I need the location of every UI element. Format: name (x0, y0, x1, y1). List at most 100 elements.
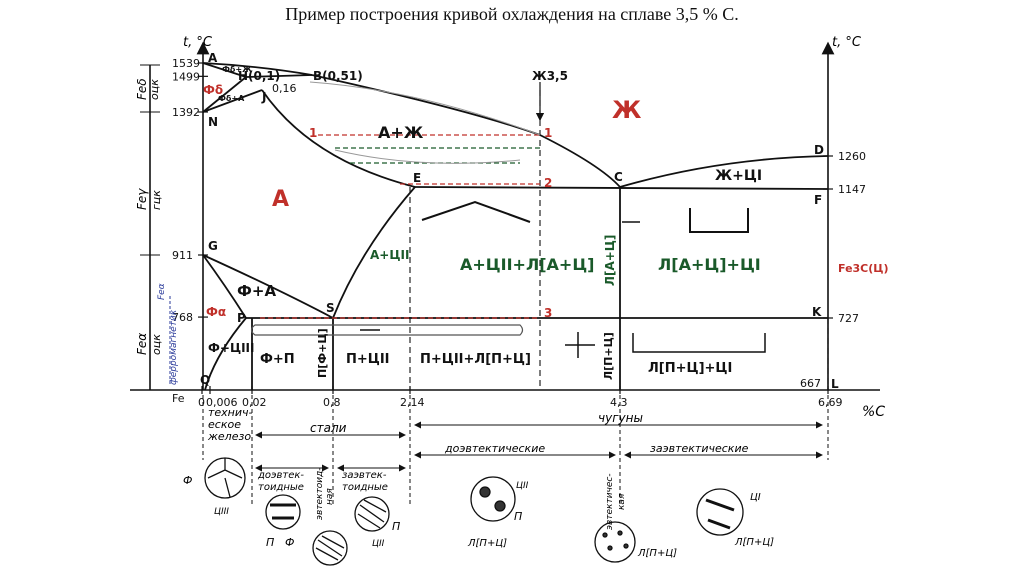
phase-ferrite-delta: Фδ (203, 83, 223, 97)
phase-liquid-c1: Ж+ЦI (715, 168, 762, 184)
micro-label-p: П (266, 536, 274, 549)
band-alpha-name: Feα (135, 333, 149, 355)
line-BC-liquidus (311, 74, 621, 188)
phase-p-plus-c2: П+ЦII (346, 352, 390, 367)
micro-label-f2: Ф (285, 536, 294, 549)
group-hypoeutectic: доэвтектические (444, 442, 545, 455)
carbon-tick-label: 0,006 (206, 396, 238, 409)
phase-pearlite: П[Ф+Ц] (316, 328, 329, 378)
point-J: J (261, 90, 266, 104)
carbon-tick-label: 2,14 (400, 396, 425, 409)
carbon-tick-label: 6,69 (818, 396, 843, 409)
right-tick-label: 1260 (838, 150, 866, 163)
group-hypereutectoid-2: тоидные (342, 482, 388, 493)
structure-sketches (360, 200, 766, 358)
left-tick-label: 1392 (172, 106, 200, 119)
ferromagnetic-phase: Feα (157, 283, 167, 300)
phase-liquid: Ж (612, 96, 642, 124)
micro-label-l-pc3: Л[П+Ц] (734, 537, 774, 548)
group-tech-iron-2: еское (208, 418, 241, 431)
line-AH (202, 62, 247, 78)
slide-title: Пример построения кривой охлаждения на с… (285, 4, 739, 24)
phase-ferrite-alpha: Фα (206, 305, 226, 319)
microstructures (204, 457, 744, 566)
line-PQ (204, 317, 247, 391)
line-JE-solidus (261, 89, 416, 188)
phase-f-c3: Ф+ЦIII (208, 341, 254, 355)
point-B: B(0,51) (313, 69, 363, 83)
phase-a-plus-c2: А+ЦII (370, 248, 409, 262)
point-D: D (814, 143, 824, 157)
micro-label-l-pc2: Л[П+Ц] (637, 548, 677, 559)
point-P: P (237, 311, 246, 325)
point-Q: Q (200, 373, 210, 387)
point-A: A (208, 51, 218, 65)
line-ES (332, 186, 416, 319)
alloy-point-3: 3 (544, 306, 552, 320)
cooling-curve-hint (309, 81, 541, 136)
band-delta-sub: оцк (148, 79, 161, 100)
left-tick-label: 911 (172, 249, 193, 262)
group-steels: стали (310, 421, 347, 435)
band-alpha-sub: оцк (150, 334, 163, 355)
band-delta-name: Feδ (135, 78, 149, 100)
micro-eutectic (594, 521, 636, 563)
phase-f-plus-p: Ф+П (260, 352, 295, 367)
phase-delta-plus-a: Фδ+А (218, 94, 245, 103)
x-axis-label: %C (862, 404, 885, 420)
right-axis-label: t, °C (832, 35, 862, 50)
alloy-point-1: 1 (544, 126, 552, 140)
point-C: C (614, 170, 623, 184)
left-tick-label: 1539 (172, 57, 200, 70)
line-HN (202, 76, 247, 113)
micro-label-l-pc: Л[П+Ц] (467, 538, 507, 549)
pearlite-band (250, 324, 524, 336)
group-tech-iron-1: технич- (208, 406, 253, 419)
left-tick-label: 768 (172, 311, 193, 324)
left-axis-label: t, °C (183, 35, 213, 50)
alloy-guide-lines (260, 134, 540, 319)
phase-austenite: А (272, 187, 289, 212)
micro-hypoeutectoid (265, 494, 301, 530)
line-HJB (245, 74, 313, 78)
temp-667: 667 (800, 377, 821, 390)
group-eutectic-2: кая (617, 493, 627, 510)
micro-label-c2b: ЦII (516, 481, 529, 491)
carbon-tick-label: 0 (198, 396, 205, 409)
micro-label-p3: П (514, 510, 522, 523)
point-L: L (831, 377, 839, 391)
alloy-point-1-left: 1 (309, 126, 317, 140)
line-JN (202, 89, 263, 113)
left-bands (140, 64, 160, 256)
point-J-value: 0,16 (272, 82, 297, 95)
band-gamma-sub: гцк (150, 190, 163, 210)
point-F: F (814, 193, 822, 207)
cooling-curve-hint-2 (334, 149, 521, 164)
micro-hypereutectoid (354, 496, 390, 532)
phase-a-c2-ledeburite: А+ЦII+Л[А+Ц] (460, 255, 595, 274)
phase-ledeburite-a-c: Л[А+Ц] (603, 235, 617, 286)
ferromagnetic-label: ферромагнетик (169, 309, 179, 385)
micro-label-p2: П (392, 520, 400, 533)
group-hypereutectic: заэвтектические (650, 442, 749, 455)
phase-ledeburite-p-c: Л[П+Ц] (602, 332, 615, 380)
point-E: E (413, 171, 421, 185)
phase-p-c2-ledeburite: П+ЦII+Л[П+Ц] (420, 352, 531, 367)
phase-a-plus-liquid: А+Ж (378, 123, 424, 142)
group-hypereutectoid-1: заэвтек- (342, 470, 387, 481)
point-S: S (326, 301, 335, 315)
classification-lines (202, 395, 829, 505)
right-tick-label: 1147 (838, 183, 866, 196)
carbon-tick-label: 4,3 (610, 396, 628, 409)
carbon-tick-label: 0,02 (242, 396, 267, 409)
alloy-point-2: 2 (544, 176, 552, 190)
phase-lines (202, 62, 829, 391)
alloy-label: Ж3,5 (532, 69, 568, 83)
group-hypoeutectoid-1: доэвтек- (257, 470, 304, 481)
line-ECF (414, 186, 829, 190)
point-K: K (812, 305, 822, 319)
